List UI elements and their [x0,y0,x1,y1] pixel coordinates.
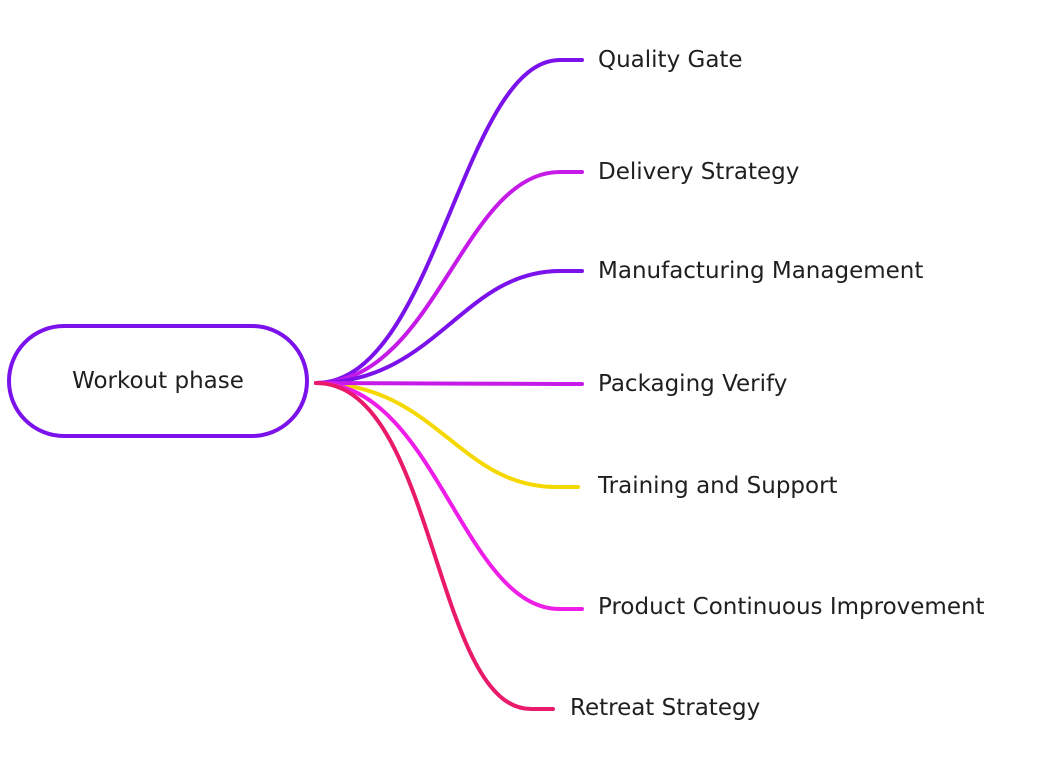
branch-label-product-continuous-improvement[interactable]: Product Continuous Improvement [598,594,985,620]
connector-training-and-support [314,381,580,489]
branch-label-manufacturing-management[interactable]: Manufacturing Management [598,258,924,284]
branch-label-packaging-verify[interactable]: Packaging Verify [598,371,788,397]
branch-label-delivery-strategy[interactable]: Delivery Strategy [598,159,800,185]
connector-retreat-strategy [314,381,555,711]
connector-packaging-verify [314,381,584,386]
connector-product-continuous-improvement [314,381,584,611]
root-node[interactable]: Workout phase [7,324,309,438]
branch-label-retreat-strategy[interactable]: Retreat Strategy [570,695,761,721]
connector-manufacturing-management [314,269,584,385]
connector-quality-gate [314,58,584,385]
branch-label-training-and-support[interactable]: Training and Support [598,473,838,499]
branch-label-quality-gate[interactable]: Quality Gate [598,47,743,73]
connector-delivery-strategy [314,170,584,385]
root-label: Workout phase [72,368,244,394]
